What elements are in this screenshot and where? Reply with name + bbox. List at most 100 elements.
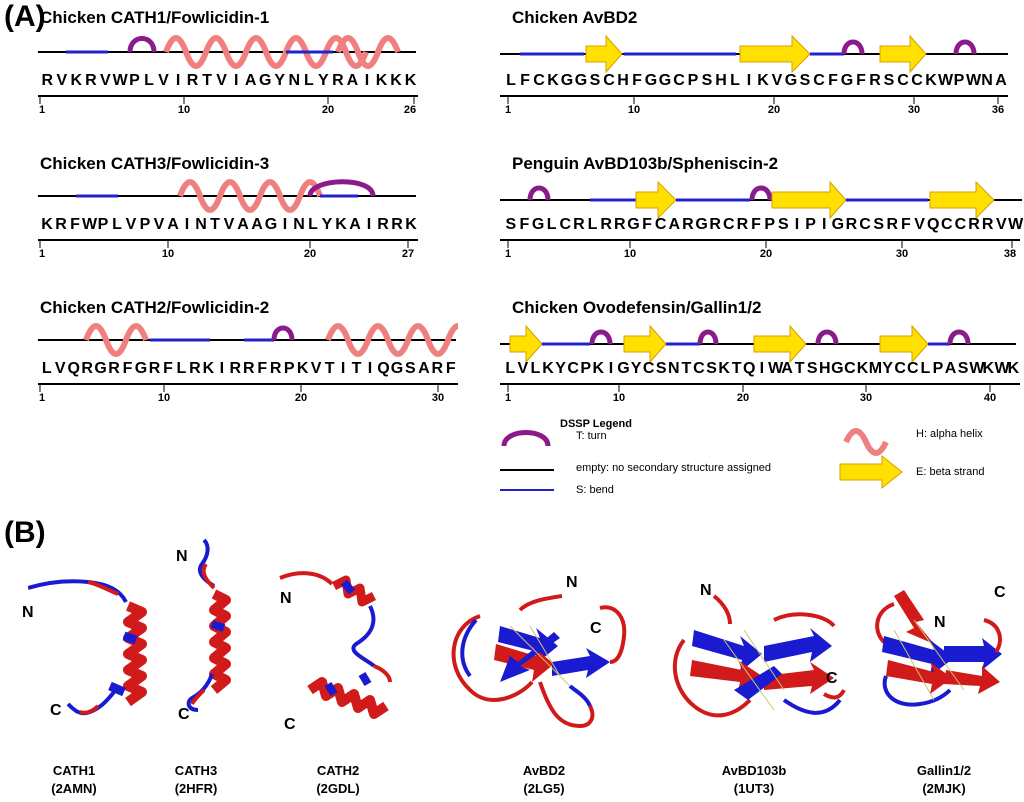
residue: G [531,216,545,233]
residue: Q [926,216,940,233]
residue: V [517,360,529,377]
tick-label: 10 [157,392,171,404]
residue: R [186,72,199,89]
dssp-track-cath2 [38,323,458,357]
dssp-track-gallin [500,324,1016,364]
residue: Q [743,360,756,377]
residue: K [1007,360,1020,377]
c-terminus-avbd103b: C [826,670,838,687]
tick-label: 10 [627,104,641,116]
ruler-cath3 [38,239,418,248]
turn-symbol [501,430,551,447]
residue: P [129,72,140,89]
peptide-title-gallin: Chicken Ovodefensin/Gallin1/2 [512,298,762,317]
tick-label: 10 [612,392,626,404]
residue: M [868,360,883,377]
residue: L [587,216,598,233]
residue: S [799,72,811,89]
peptide-title-cath3: Chicken CATH3/Fowlicidin-3 [40,154,270,173]
residue: I [367,360,373,377]
residue: P [580,360,592,377]
tick-label: 30 [907,104,921,116]
residue: V [995,216,1007,233]
residue: C [600,68,618,94]
residue: K [856,360,869,377]
residue: H [715,72,727,89]
residue: G [695,216,708,233]
tick-label: 26 [403,104,417,116]
residue: K [375,72,388,89]
residue: W [994,360,1010,377]
structure-cath2 [279,571,392,719]
residue: F [163,360,173,377]
tick-label: 27 [401,248,415,260]
strand-symbol [839,454,903,490]
residue: I [794,216,800,233]
tick-label: 20 [303,248,317,260]
residue: V [223,216,235,233]
n-terminus-avbd2: N [566,574,578,591]
ruler-avbd103b [500,239,1020,248]
c-terminus-cath1: C [50,702,62,719]
ruler-gallin [500,383,1020,392]
pdb-id: (2HFR) [174,781,218,796]
residue: I [282,216,288,233]
residue: A [346,72,359,89]
residue: S [655,360,667,377]
residue: R [682,216,694,233]
residue: Q [67,360,80,377]
residue: T [351,360,362,377]
tick-label: 10 [177,104,191,116]
ruler-cath2 [38,383,458,392]
residue: W [1008,216,1024,233]
tick-label: 10 [623,248,637,260]
tick-label: 30 [431,392,445,404]
residue: R [614,216,626,233]
structure-cath1 [28,579,147,716]
residue: K [592,360,605,377]
tick-label: 1 [38,392,46,404]
residue: L [530,360,541,377]
residue: I [340,360,346,377]
residue: K [925,72,937,89]
tick-label: 20 [767,104,781,116]
tick-label: 1 [504,104,512,116]
residue: T [681,360,692,377]
n-terminus-gallin: N [934,614,946,631]
residue: I [364,72,370,89]
residue: L [144,72,154,89]
residue: F [445,360,456,377]
residue: R [869,72,881,89]
residue: S [777,216,789,233]
residue: T [210,216,220,233]
residue: I [233,72,239,89]
residue: P [805,216,816,233]
residue: A [251,216,263,233]
structure-name: Gallin1/2 [916,763,972,778]
structure-cath3 [186,538,231,712]
residue: Y [882,360,893,377]
residue: F [642,216,652,233]
residue: C [856,212,874,238]
residue: L [112,216,122,233]
n-terminus-avbd103b: N [700,582,712,599]
residue: G [560,72,574,89]
residue: A [995,72,1007,89]
residue: Y [630,360,642,377]
residue: R [85,72,97,89]
residue: R [981,216,994,233]
residue: S [589,72,601,89]
residue: P [139,216,151,233]
residue: V [310,360,322,377]
residue: A [349,216,361,233]
residue: Y [274,72,286,89]
residue: T [731,360,742,377]
residue: R [81,360,93,377]
structure-label-cath1: CATH1(2AMN) [51,762,97,798]
legend-strand: E: beta strand [916,466,985,478]
c-terminus-avbd2: C [590,620,602,637]
n-terminus-cath3: N [176,548,188,565]
residue: K [982,360,995,377]
